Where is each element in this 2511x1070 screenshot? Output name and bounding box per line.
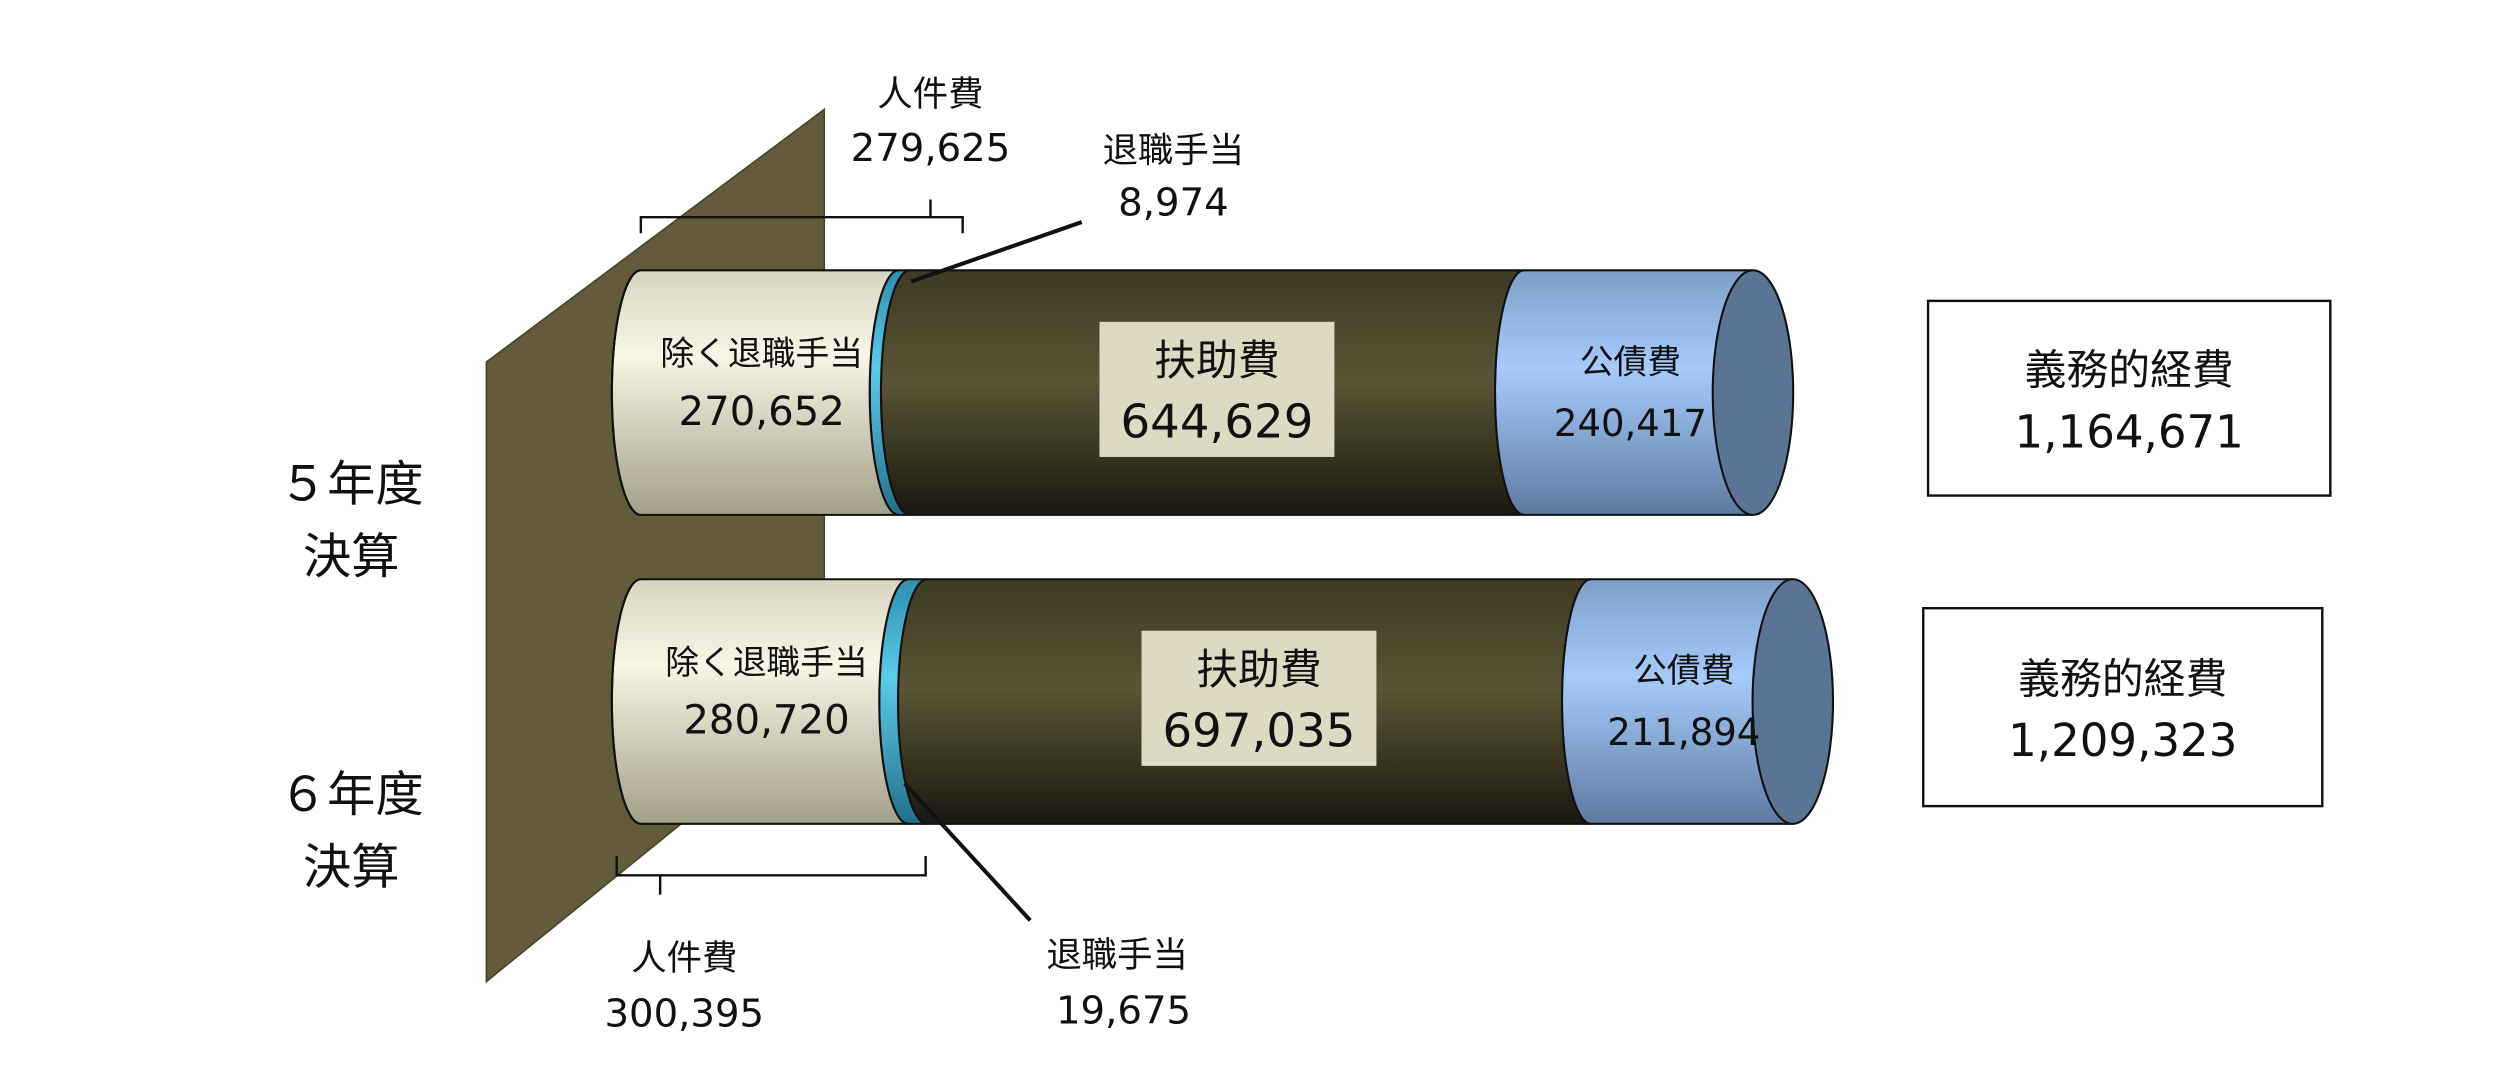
label-box [1099, 321, 1335, 457]
retirement-value: 8,974 [1118, 181, 1229, 226]
retirement-leader-line [910, 220, 1083, 284]
category-label-line: ６年度 [279, 767, 424, 823]
segment-label: 公債費 [1580, 342, 1681, 381]
segment-label: 除く退職手当 [665, 643, 868, 682]
category-label-line: ５年度 [279, 456, 424, 512]
personnel-bracket-top [639, 199, 964, 234]
category-label-line: 決算 [303, 839, 400, 895]
category-label-line: 決算 [303, 529, 400, 585]
segment-label: 公債費 [1633, 651, 1734, 690]
retirement-label: 退職手当 [1046, 935, 1188, 976]
segment-value: 270,652 [679, 389, 845, 435]
total-box [1922, 607, 2324, 808]
total-box [1926, 299, 2332, 497]
segment-value: 697,035 [1163, 705, 1356, 759]
segment-value: 211,894 [1607, 711, 1760, 754]
retirement-leader-line [903, 782, 1032, 922]
segment-value: 280,720 [683, 698, 849, 744]
retirement-value: 19,675 [1056, 988, 1191, 1033]
back-wall [485, 107, 826, 984]
total-label: 義務的経費 [2018, 654, 2227, 703]
cylinder-end-cap [1751, 578, 1835, 825]
personnel-bracket-bottom [615, 856, 927, 895]
personnel-label: 人件費 [877, 74, 983, 115]
segment-value: 240,417 [1554, 402, 1707, 445]
total-value: 1,164,671 [2015, 405, 2244, 458]
segment-value: 644,629 [1120, 396, 1313, 450]
segment-label: 除く退職手当 [660, 334, 863, 373]
segment-label: 扶助費 [1196, 645, 1322, 694]
total-value: 1,209,323 [2008, 714, 2237, 767]
segment-label: 扶助費 [1154, 336, 1280, 385]
total-label: 義務的経費 [2025, 346, 2234, 395]
label-box [1141, 630, 1377, 766]
personnel-value: 279,625 [851, 126, 1011, 171]
retirement-label: 退職手当 [1103, 131, 1245, 172]
cylinder-left-edge [610, 578, 641, 825]
personnel-label: 人件費 [631, 938, 737, 979]
personnel-value: 300,395 [604, 992, 764, 1037]
cylinder-end-cap [1711, 269, 1795, 516]
cylinder-left-edge [610, 269, 641, 516]
